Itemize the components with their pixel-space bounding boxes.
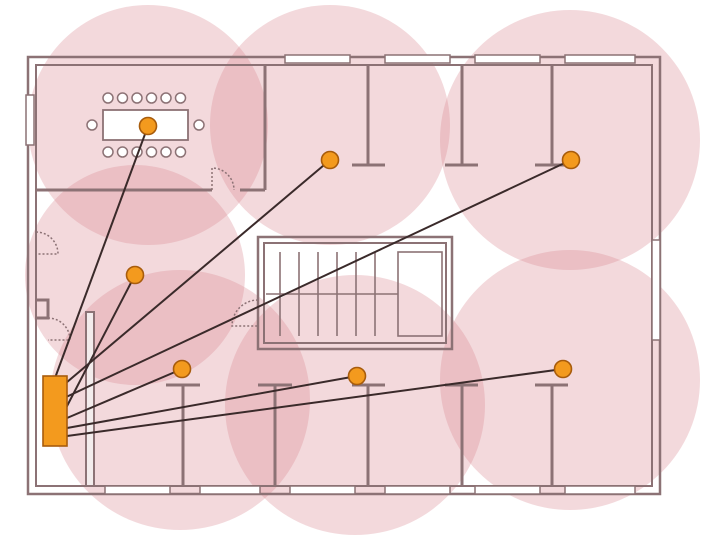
window-top-3 [474,54,541,64]
chair [116,92,129,104]
coverage-zone-office-ne [440,10,700,270]
stairwell-door [231,299,259,327]
window-bottom-2 [199,485,261,495]
network-hub-icon [42,375,68,447]
access-point-icon [553,359,573,379]
coverage-zone-south-center [225,275,485,535]
window-top-2 [384,54,451,64]
chair [160,146,172,158]
access-point-icon [125,265,145,285]
chair [145,92,158,104]
chair [174,146,187,158]
chair [102,146,114,158]
window-bottom-6 [564,485,636,495]
walls [25,54,662,496]
meeting-room-door [211,167,235,191]
chair [131,92,143,104]
partition-top-1 [352,65,385,167]
network-cable [66,368,564,437]
chair [86,119,98,131]
access-point-icon [138,116,158,136]
chair [145,146,158,158]
access-points [125,116,581,386]
window-bottom-3 [289,485,356,495]
chair [160,92,172,104]
coverage-zone-office-nw [210,5,450,245]
coverage-zone-sw [50,270,310,530]
window-bottom-5 [474,485,541,495]
stairwell-inner [263,242,447,344]
window-top-4 [564,54,636,64]
network-cable [66,375,358,429]
network-cable [65,274,136,409]
west-room-wall [36,298,50,320]
network-cable [54,125,149,379]
staircase-icon [266,251,443,337]
stair-landing [397,251,443,337]
window-top-1 [284,54,351,64]
window-bottom-1 [104,485,171,495]
network-cable [59,159,331,389]
window-right [651,239,661,341]
coverage-zone-se [440,250,700,510]
access-point-icon [347,366,367,386]
west-column [85,311,95,487]
partition-top-2 [445,65,478,167]
partition-bottom-2 [258,383,292,486]
access-point-icon [320,150,340,170]
stairwell-outer [256,235,454,351]
chair [193,119,205,131]
window-left [25,94,35,146]
coverage-zones [25,5,700,535]
chair [174,92,187,104]
network-cables [54,125,572,437]
chair [102,92,114,104]
window-bottom-4 [384,485,451,495]
access-point-icon [172,359,192,379]
partition-bottom-5 [535,383,568,486]
chair [116,146,129,158]
access-point-icon [561,150,581,170]
network-cable [63,159,572,399]
partition-bottom-1 [166,383,200,486]
network-cable [66,368,183,419]
